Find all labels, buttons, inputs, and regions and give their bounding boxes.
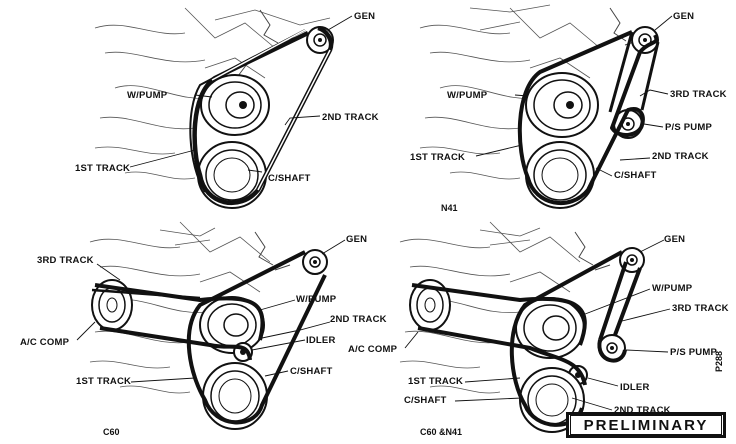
leader-lines bbox=[475, 15, 673, 177]
leader-lines bbox=[76, 239, 346, 383]
label-idler: IDLER bbox=[306, 335, 336, 346]
label-3rd-track: 3RD TRACK bbox=[37, 255, 94, 266]
label-w-pump: W/PUMP bbox=[652, 283, 693, 294]
drive-belts bbox=[517, 30, 660, 206]
label-2nd-track: 2ND TRACK bbox=[322, 112, 379, 123]
label-c-shaft: C/SHAFT bbox=[614, 170, 657, 181]
label-ps-pump: P/S PUMP bbox=[665, 122, 712, 133]
leader-lines bbox=[404, 239, 671, 411]
water-pump-pulley bbox=[200, 74, 270, 136]
crankshaft-pulley bbox=[197, 141, 267, 209]
label-2nd-track: 2ND TRACK bbox=[652, 151, 709, 162]
label-ac-comp: A/C COMP bbox=[348, 344, 398, 355]
leader-lines bbox=[129, 15, 353, 173]
label-gen: GEN bbox=[346, 234, 367, 245]
label-w-pump: W/PUMP bbox=[127, 90, 168, 101]
label-1st-track: 1ST TRACK bbox=[408, 376, 463, 387]
label-2nd-track: 2ND TRACK bbox=[330, 314, 387, 325]
panel-bottom-right: GEN W/PUMP 3RD TRACK A/C COMP P/S PUMP 1… bbox=[348, 221, 729, 437]
label-2nd-track: 2ND TRACK bbox=[614, 405, 671, 416]
panel-caption: C60 &N41 bbox=[420, 427, 462, 437]
water-pump-pulley bbox=[525, 72, 599, 138]
drive-belts bbox=[91, 250, 327, 425]
label-3rd-track: 3RD TRACK bbox=[672, 303, 729, 314]
label-gen: GEN bbox=[664, 234, 685, 245]
label-w-pump: W/PUMP bbox=[296, 294, 337, 305]
generator-pulley bbox=[302, 249, 328, 275]
label-1st-track: 1ST TRACK bbox=[410, 152, 465, 163]
panel-caption: C60 bbox=[103, 427, 120, 437]
label-ac-comp: A/C COMP bbox=[20, 337, 70, 348]
panel-top-left: GEN W/PUMP 2ND TRACK 1ST TRACK C/SHAFT bbox=[75, 7, 379, 209]
label-gen: GEN bbox=[354, 11, 375, 22]
label-c-shaft: C/SHAFT bbox=[268, 173, 311, 184]
label-c-shaft: C/SHAFT bbox=[404, 395, 447, 406]
panel-bottom-left: GEN 3RD TRACK W/PUMP 2ND TRACK A/C COMP … bbox=[20, 221, 387, 437]
panel-top-right: GEN W/PUMP 3RD TRACK P/S PUMP 1ST TRACK … bbox=[410, 4, 727, 213]
panel-caption: N41 bbox=[441, 203, 458, 213]
label-w-pump: W/PUMP bbox=[447, 90, 488, 101]
preliminary-stamp: PRELIMINARY bbox=[566, 412, 726, 438]
figure-id: P288 bbox=[714, 350, 724, 372]
preliminary-stamp-text: PRELIMINARY bbox=[570, 415, 722, 435]
label-c-shaft: C/SHAFT bbox=[290, 366, 333, 377]
label-1st-track: 1ST TRACK bbox=[76, 376, 131, 387]
label-1st-track: 1ST TRACK bbox=[75, 163, 130, 174]
crankshaft-pulley bbox=[202, 362, 268, 430]
label-3rd-track: 3RD TRACK bbox=[670, 89, 727, 100]
water-pump-pulley bbox=[199, 296, 265, 354]
drive-belts bbox=[189, 25, 334, 206]
crankshaft-pulley bbox=[525, 141, 595, 209]
label-ps-pump: P/S PUMP bbox=[670, 347, 717, 358]
label-idler: IDLER bbox=[620, 382, 650, 393]
label-gen: GEN bbox=[673, 11, 694, 22]
